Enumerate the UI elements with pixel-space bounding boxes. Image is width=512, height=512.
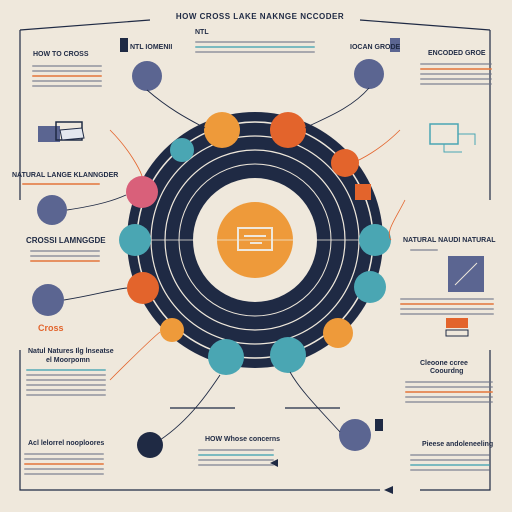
label-bottom-right-sub: Coourdng — [430, 368, 464, 375]
label-top-left-sub: NTL IOMENII — [130, 44, 173, 51]
ring-node — [170, 138, 194, 162]
globe-icon — [32, 284, 64, 316]
label-top-center-left: NTL — [195, 29, 209, 36]
ring-node — [127, 272, 159, 304]
label-mid-right: NATURAL NAUDI NATURAL — [403, 237, 496, 244]
label-bottom-right-top: Cleoone ccree — [420, 360, 468, 367]
text-block — [410, 451, 490, 474]
hand-pointer-icon — [59, 127, 85, 141]
frame-top-line — [19, 19, 491, 200]
text-block — [30, 247, 100, 265]
ring-system — [127, 112, 383, 368]
bulb-icon — [375, 419, 383, 431]
label-bottom-center: HOW Whose concerns — [205, 436, 281, 443]
ring-node — [119, 224, 151, 256]
label-bottom-right: Pieese andoleneeling — [422, 441, 494, 448]
pen-icon — [120, 38, 128, 52]
slider-icon — [445, 318, 469, 337]
ring-node — [323, 318, 353, 348]
ring-node — [126, 176, 158, 208]
ring-node — [270, 337, 306, 373]
label-bottom-left: Acl lelorrel nooploores — [28, 440, 105, 447]
ring-node — [270, 112, 306, 148]
ring-node — [160, 318, 184, 342]
satellite-node — [137, 432, 163, 458]
label-top-center-right: IOCAN GRODE — [350, 44, 401, 51]
label-top-left: HOW TO CROSS — [33, 51, 89, 58]
connector-curves — [63, 87, 370, 441]
label-lower-left: Natul Natures Ilg lnseatse — [28, 348, 114, 355]
text-block — [198, 446, 274, 469]
ring-node — [208, 339, 244, 375]
text-block — [24, 450, 104, 478]
fish-icon — [37, 195, 67, 225]
label-top-right: ENCODED GROE — [428, 50, 486, 57]
arrow-head-icon — [270, 459, 278, 467]
ring-node-square — [355, 184, 371, 200]
device-icon — [448, 256, 484, 292]
label-cross-word: Cross — [38, 323, 64, 333]
bulb-icon — [390, 38, 400, 52]
text-block — [32, 62, 102, 90]
satellite-node — [132, 61, 162, 91]
ring-node — [331, 149, 359, 177]
text-block — [400, 295, 494, 318]
window-icon — [237, 227, 273, 251]
text-block — [195, 38, 315, 56]
text-block — [26, 366, 106, 399]
ring-nodes — [119, 112, 391, 375]
arrow-head-icon — [384, 486, 393, 494]
text-block — [420, 60, 492, 88]
ring-node — [354, 271, 386, 303]
page-title: HOW CROSS LAKE NAKNGE NCCODER — [175, 12, 345, 21]
ring-node — [204, 112, 240, 148]
ring-node — [359, 224, 391, 256]
label-cross-left: CROSSI LAMNGGDE — [26, 236, 106, 245]
satellite-node — [339, 419, 371, 451]
circuit-board-icon — [429, 123, 476, 153]
text-block — [405, 378, 493, 406]
text-block — [22, 180, 100, 188]
label-mid-left: NATURAL LANGE KLANNGDER — [12, 172, 119, 179]
satellite-node — [354, 59, 384, 89]
accent-curves — [109, 129, 406, 381]
label-lower-left-sub: el Moorpomn — [46, 357, 90, 364]
text-block — [410, 246, 438, 254]
